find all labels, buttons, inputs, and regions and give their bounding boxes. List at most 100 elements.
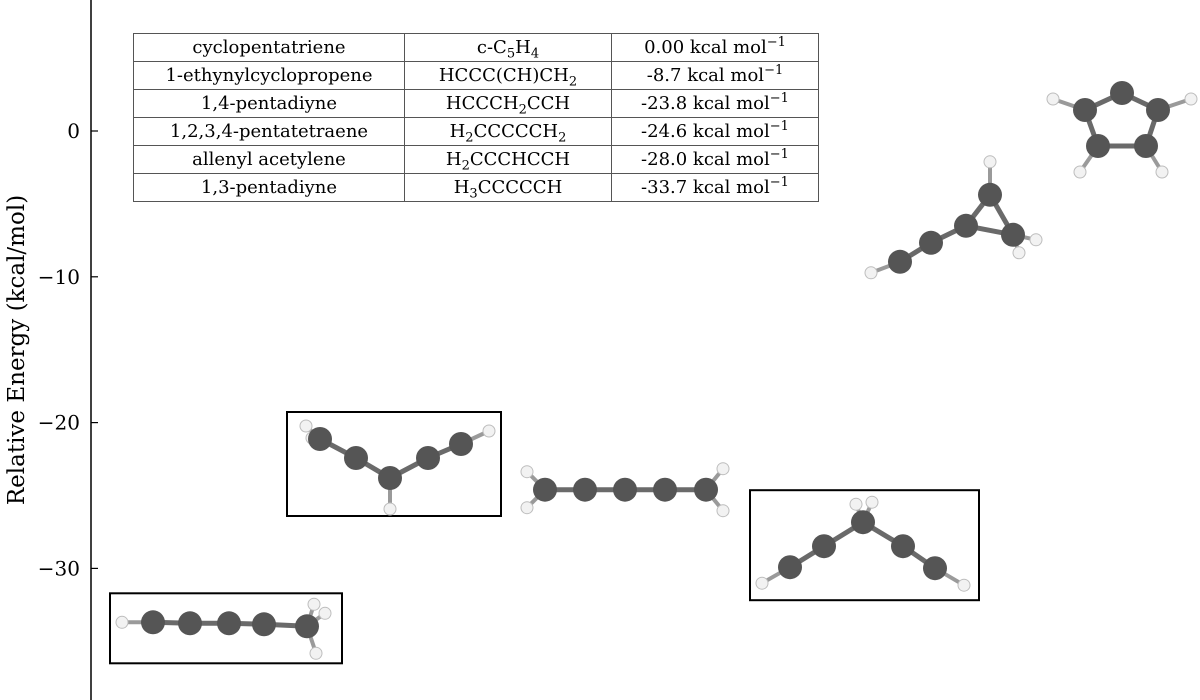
molecule-1-4-pentadiyne: [286, 411, 502, 517]
carbon-atom: [1110, 81, 1134, 105]
hydrogen-atom: [716, 462, 730, 476]
carbon-atom: [778, 555, 802, 580]
carbon-atom: [851, 510, 875, 535]
carbon-atom: [449, 432, 473, 456]
hydrogen-atom: [1073, 165, 1087, 179]
carbon-atom: [573, 477, 597, 502]
species-energy: -28.0 kcal mol−1: [611, 145, 819, 174]
text-run: −1: [769, 119, 789, 134]
carbon-atom: [923, 556, 947, 581]
text-run: −1: [769, 175, 789, 190]
text-run: 2: [518, 102, 527, 118]
carbon-atom: [1001, 222, 1025, 247]
carbon-atom: [533, 477, 557, 502]
text-run: CCH: [526, 93, 571, 114]
species-name: 1-ethynylcyclopropene: [133, 61, 405, 90]
molecule-1-2-3-4-pentatetraene: [520, 462, 730, 518]
text-run: 2: [568, 74, 578, 90]
carbon-atom: [295, 614, 319, 639]
y-tick-label: 0: [67, 119, 80, 143]
y-tick-label: −20: [38, 411, 80, 435]
carbon-atom: [694, 477, 718, 502]
hydrogen-atom: [520, 465, 534, 479]
species-formula: H2CCCHCCH: [404, 145, 612, 174]
carbon-atom: [416, 446, 440, 470]
text-run: c-C: [476, 37, 507, 58]
carbon-atom: [888, 249, 912, 274]
molecule-cyclopentatriene: [1046, 81, 1198, 179]
hydrogen-atom: [1155, 165, 1169, 179]
hydrogen-atom: [864, 266, 878, 280]
carbon-atom: [613, 477, 637, 502]
hydrogen-atom: [865, 495, 879, 509]
hydrogen-atom: [318, 606, 332, 620]
carbon-atom: [1073, 98, 1097, 122]
species-energy: -8.7 kcal mol−1: [611, 61, 819, 90]
text-run: -24.6 kcal mol: [641, 121, 770, 142]
y-tick-label: −30: [38, 556, 80, 580]
text-run: 2: [558, 130, 567, 146]
species-formula: HCCC(CH)CH2: [404, 61, 612, 90]
text-run: CCCCCH: [473, 121, 559, 142]
species-formula: c-C5H4: [404, 33, 612, 62]
text-run: H: [445, 149, 462, 170]
hydrogen-atom: [1012, 246, 1026, 260]
text-run: 2: [465, 130, 474, 146]
text-run: H: [453, 177, 470, 198]
carbon-atom: [1134, 134, 1158, 158]
species-formula: HCCCH2CCH: [404, 89, 612, 118]
text-run: −1: [769, 147, 789, 162]
text-run: −1: [769, 91, 789, 106]
text-run: CCCCCH: [477, 177, 563, 198]
carbon-atom: [1086, 134, 1110, 158]
text-run: H: [515, 37, 531, 58]
y-axis-title: Relative Energy (kcal/mol): [4, 195, 30, 505]
hydrogen-atom: [1046, 92, 1060, 106]
hydrogen-atom: [755, 576, 769, 590]
carbon-atom: [812, 534, 836, 559]
carbon-atom: [308, 427, 332, 451]
carbon-atom: [1146, 98, 1170, 122]
text-run: 2: [461, 158, 470, 174]
species-name: allenyl acetylene: [133, 145, 405, 174]
text-run: HCCC(CH)CH: [438, 65, 569, 86]
carbon-atom: [141, 610, 165, 635]
highlight-box: [749, 489, 980, 602]
species-energy: 0.00 kcal mol−1: [611, 33, 819, 62]
hydrogen-atom: [115, 615, 129, 629]
species-name: 1,3-pentadiyne: [133, 173, 405, 202]
hydrogen-atom: [957, 578, 971, 592]
species-energy: -23.8 kcal mol−1: [611, 89, 819, 118]
species-formula: H3CCCCCH: [404, 173, 612, 202]
y-axis-ticks: 0 −10 −20 −30: [38, 119, 98, 580]
carbon-atom: [919, 230, 943, 255]
hydrogen-atom: [299, 419, 313, 433]
hydrogen-atom: [383, 502, 397, 516]
hydrogen-atom: [309, 646, 323, 660]
hydrogen-atom: [520, 501, 534, 515]
molecule-1-3-pentadiyne: [109, 592, 343, 665]
carbon-atom: [217, 611, 241, 636]
hydrogen-atom: [716, 504, 730, 518]
carbon-atom: [954, 213, 978, 238]
carbon-atom: [653, 477, 677, 502]
hydrogen-atom: [849, 497, 863, 511]
text-run: −1: [766, 35, 786, 50]
text-run: 4: [530, 46, 540, 62]
y-tick-label: −10: [38, 265, 80, 289]
hydrogen-atom: [307, 597, 321, 611]
carbon-atom: [978, 182, 1002, 207]
species-energy: -24.6 kcal mol−1: [611, 117, 819, 146]
carbon-atom: [252, 612, 276, 637]
molecule-1-ethynylcyclopropene: [864, 155, 1043, 280]
species-name: 1,4-pentadiyne: [133, 89, 405, 118]
text-run: 0.00 kcal mol: [644, 37, 767, 58]
species-energy: -33.7 kcal mol−1: [611, 173, 819, 202]
